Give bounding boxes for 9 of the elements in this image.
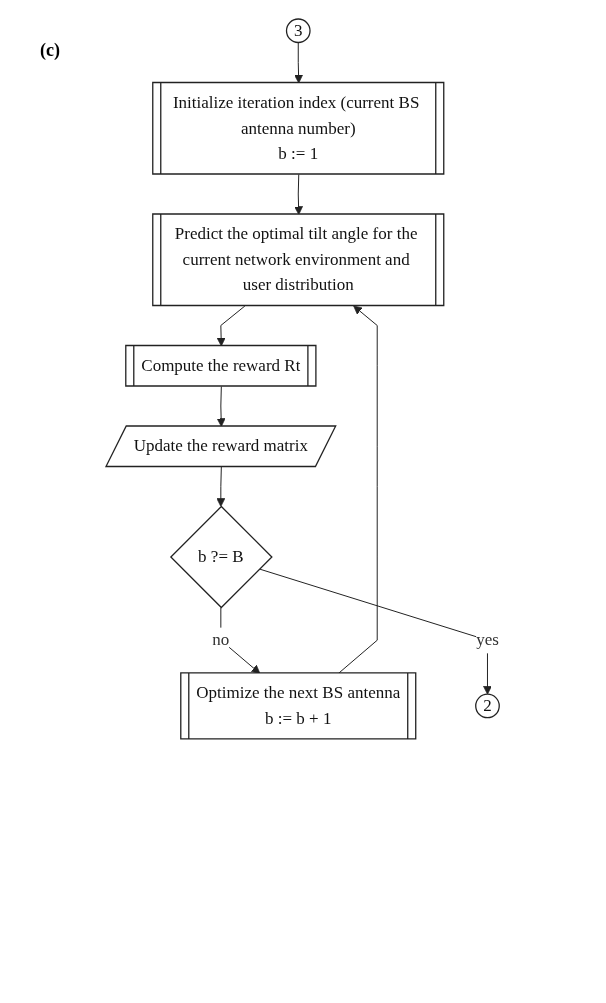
panel-label: (c) — [40, 40, 60, 61]
edge-label: no — [212, 630, 230, 650]
node-circle: 2 — [475, 693, 501, 719]
edge-label: yes — [476, 630, 500, 650]
arrow — [294, 174, 304, 215]
node-diamond: b ?= B — [170, 505, 274, 609]
arrow — [216, 466, 226, 507]
arrow — [259, 568, 493, 695]
node-circle: 3 — [286, 18, 312, 44]
